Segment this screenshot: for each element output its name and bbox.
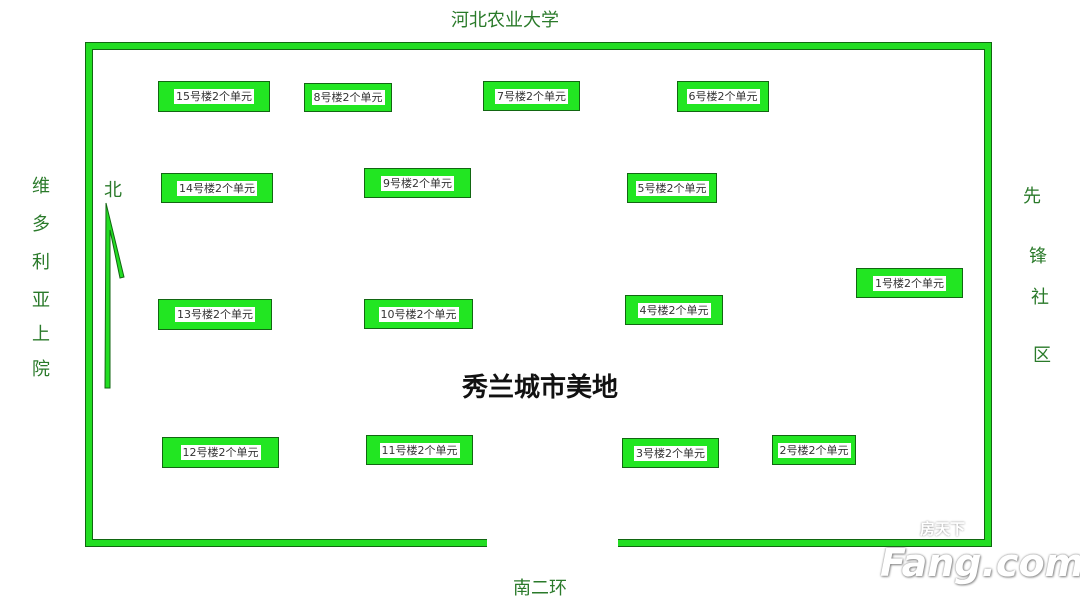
building-14[interactable]: 14号楼2个单元 [161, 173, 273, 203]
right-label-2: 锋 [1029, 246, 1047, 267]
right-label-3: 社 [1031, 287, 1049, 308]
building-6[interactable]: 6号楼2个单元 [677, 81, 769, 112]
building-label: 8号楼2个单元 [311, 90, 385, 105]
building-4[interactable]: 4号楼2个单元 [625, 295, 723, 325]
watermark-en: Fang.com [880, 541, 1080, 585]
building-1[interactable]: 1号楼2个单元 [856, 268, 963, 298]
building-12[interactable]: 12号楼2个单元 [162, 437, 279, 468]
left-label-5: 上 [32, 324, 50, 345]
building-5[interactable]: 5号楼2个单元 [627, 173, 717, 203]
building-label: 11号楼2个单元 [379, 442, 460, 458]
left-label-1: 维 [32, 176, 50, 197]
building-7[interactable]: 7号楼2个单元 [483, 81, 580, 111]
right-label-1: 先 [1023, 186, 1041, 207]
north-arrow-icon [104, 202, 125, 389]
building-label: 1号楼2个单元 [873, 275, 946, 291]
building-label: 4号楼2个单元 [637, 302, 711, 318]
building-8[interactable]: 8号楼2个单元 [304, 83, 392, 112]
building-label: 5号楼2个单元 [635, 180, 709, 196]
building-label: 6号楼2个单元 [686, 89, 760, 104]
building-10[interactable]: 10号楼2个单元 [364, 299, 473, 329]
building-label: 15号楼2个单元 [174, 89, 254, 104]
north-label: 北 [104, 180, 122, 201]
site-title: 秀兰城市美地 [461, 373, 618, 403]
building-label: 12号楼2个单元 [180, 445, 261, 460]
left-label-2: 多 [32, 214, 50, 235]
fang-watermark: 房天下 Fang.com [880, 520, 1080, 598]
building-label: 10号楼2个单元 [378, 306, 459, 322]
building-13[interactable]: 13号楼2个单元 [158, 299, 272, 330]
building-3[interactable]: 3号楼2个单元 [622, 438, 719, 468]
building-label: 2号楼2个单元 [777, 442, 851, 458]
top-label: 河北农业大学 [451, 10, 559, 31]
building-label: 7号楼2个单元 [495, 88, 568, 104]
building-label: 9号楼2个单元 [381, 175, 454, 191]
left-label-4: 亚 [32, 290, 50, 311]
building-label: 13号楼2个单元 [175, 307, 255, 322]
building-15[interactable]: 15号楼2个单元 [158, 81, 270, 112]
south-entrance [487, 538, 618, 550]
building-label: 3号楼2个单元 [634, 445, 707, 461]
right-label-4: 区 [1033, 345, 1051, 366]
left-label-6: 院 [32, 359, 50, 380]
building-11[interactable]: 11号楼2个单元 [366, 435, 473, 465]
building-9[interactable]: 9号楼2个单元 [364, 168, 471, 198]
left-label-3: 利 [32, 252, 50, 273]
watermark-cn: 房天下 [920, 520, 966, 538]
building-label: 14号楼2个单元 [177, 180, 257, 196]
bottom-label: 南二环 [513, 578, 567, 599]
building-2[interactable]: 2号楼2个单元 [772, 435, 856, 465]
